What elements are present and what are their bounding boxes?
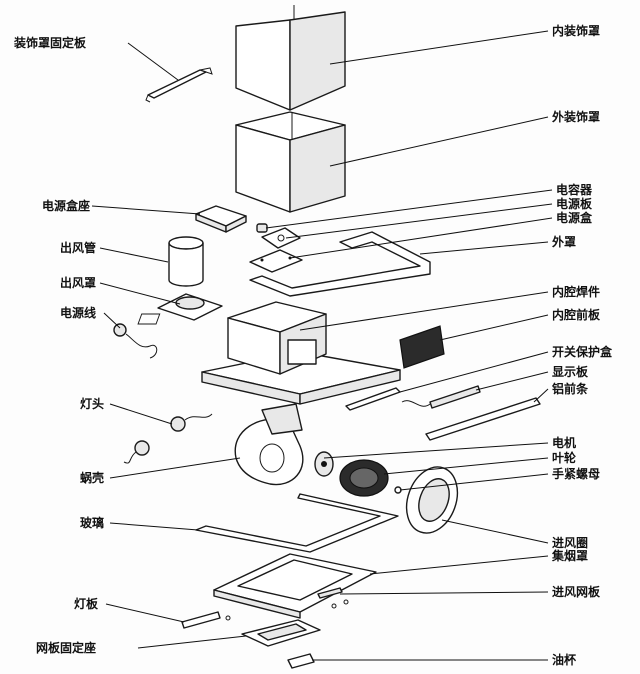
label-lamp-holder: 灯头 <box>80 396 104 411</box>
leader-lines <box>91 30 553 661</box>
label-air-outlet-cover: 出风罩 <box>60 275 96 290</box>
power-board-part <box>261 227 301 249</box>
label-inner-cavity-weldment: 内腔焊件 <box>552 284 600 299</box>
label-inner-cavity-front-panel: 内腔前板 <box>552 307 601 322</box>
impeller-part <box>339 459 389 497</box>
label-smoke-collector: 集烟罩 <box>551 548 588 563</box>
label-motor: 电机 <box>552 435 576 450</box>
label-impeller: 叶轮 <box>552 450 577 465</box>
air-outlet-cover-part <box>157 293 223 321</box>
oil-cup-part <box>287 653 315 669</box>
label-hand-nut: 手紧螺母 <box>552 466 600 481</box>
air-outlet-pipe-part <box>168 236 204 287</box>
label-decor-cover-bracket: 装饰罩固定板 <box>13 35 87 50</box>
decor-cover-bracket-part <box>145 67 213 103</box>
label-air-inlet-ring: 进风圈 <box>552 535 588 550</box>
volute-part <box>234 403 304 486</box>
lamp-panel-part <box>181 611 231 629</box>
power-cord-part <box>113 323 158 359</box>
label-lamp-panel: 灯板 <box>74 596 99 611</box>
mesh-mount-part <box>241 619 321 647</box>
label-capacitor: 电容器 <box>556 182 593 197</box>
glass-part <box>195 493 399 553</box>
label-power-board: 电源板 <box>556 196 593 211</box>
label-volute: 蜗壳 <box>80 470 104 485</box>
power-box-part <box>249 249 303 273</box>
inner-decor-cover-part <box>235 5 346 111</box>
outer-decor-cover-part <box>235 111 346 213</box>
label-display-board: 显示板 <box>552 364 589 379</box>
outer-cover-part <box>249 231 431 297</box>
inner-cavity-weldment-part <box>137 301 401 405</box>
label-power-box-base: 电源盒座 <box>42 198 90 213</box>
label-outer-decor-cover: 外装饰罩 <box>552 109 600 124</box>
label-mesh-mount: 网板固定座 <box>36 640 96 655</box>
label-oil-cup: 油杯 <box>552 652 577 667</box>
label-air-outlet-pipe: 出风管 <box>60 240 96 255</box>
inner-cavity-front-panel-part <box>399 325 445 369</box>
smoke-collector-part <box>213 553 377 619</box>
label-aluminum-front-strip: 铝前条 <box>552 381 589 396</box>
label-switch-protect-box: 开关保护盒 <box>552 344 613 359</box>
power-box-base-part <box>195 205 247 233</box>
label-power-cord: 电源线 <box>60 305 96 320</box>
label-glass: 玻璃 <box>80 515 104 530</box>
label-outer-cover: 外罩 <box>552 234 576 249</box>
label-inlet-mesh: 进风网板 <box>552 584 601 599</box>
labels-left: 装饰罩固定板 电源盒座 出风管 出风罩 电源线 灯头 蜗壳 玻璃 灯板 网板固定… <box>13 35 104 655</box>
lamp-holder-part <box>123 413 213 464</box>
display-board-part <box>401 385 481 409</box>
label-power-box: 电源盒 <box>556 210 593 225</box>
capacitor-part <box>256 223 268 233</box>
aluminum-front-strip-part <box>425 397 541 441</box>
label-inner-decor-cover: 内装饰罩 <box>552 23 600 38</box>
inlet-mesh-part: ​ <box>317 587 349 609</box>
labels-right: 内装饰罩 外装饰罩 电容器 电源板 电源盒 外罩 内腔焊件 内腔前板 开关保护盒… <box>551 23 613 667</box>
motor-part <box>314 451 334 477</box>
